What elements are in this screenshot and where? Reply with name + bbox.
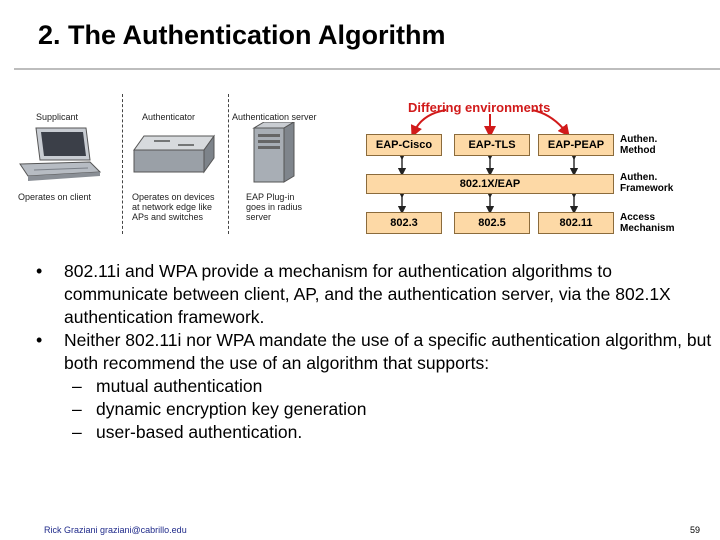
bullet-dot-icon: • xyxy=(36,261,43,281)
access-box-802-3: 802.3 xyxy=(366,212,442,234)
operates-devices-line-3: APs and switches xyxy=(132,212,204,222)
framework-box: 802.1X/EAP xyxy=(366,174,614,194)
side-label-framework: Authen. Framework xyxy=(620,172,673,194)
bullet-text: 802.11i and WPA provide a mechanism for … xyxy=(64,261,671,327)
layer-diagram: Differing environments EAP-Cisco EAP-TLS… xyxy=(356,96,686,240)
sub-bullet-text: user-based authentication. xyxy=(96,422,303,442)
laptop-icon xyxy=(19,127,102,181)
operates-client-label: Operates on client xyxy=(18,192,92,202)
sub-bullet-text: mutual authentication xyxy=(96,376,263,396)
bullet-list: • 802.11i and WPA provide a mechanism fo… xyxy=(36,260,716,444)
side-label-framework-line-1: Authen. xyxy=(620,172,658,183)
bullet-dot-icon: • xyxy=(36,330,43,350)
side-label-access-line-1: Access xyxy=(620,212,656,223)
access-box-802-11: 802.11 xyxy=(538,212,614,234)
footer-author: Rick Graziani graziani@cabrillo.edu xyxy=(44,525,187,535)
network-diagram: Supplicant Authenticator Authentication … xyxy=(12,94,322,234)
sub-bullet-text: dynamic encryption key generation xyxy=(96,399,367,419)
sub-bullet-item: – user-based authentication. xyxy=(36,421,716,444)
switch-icon xyxy=(133,134,215,174)
supplicant-label: Supplicant xyxy=(36,112,79,122)
method-box-eap-cisco: EAP-Cisco xyxy=(366,134,442,156)
side-label-method-line-2: Method xyxy=(620,145,656,156)
slide-title: 2. The Authentication Algorithm xyxy=(38,20,446,50)
server-icon xyxy=(252,122,295,183)
side-label-access-line-2: Mechanism xyxy=(620,223,675,234)
side-label-access: Access Mechanism xyxy=(620,212,674,234)
bullet-text: Neither 802.11i nor WPA mandate the use … xyxy=(64,330,712,373)
title-divider xyxy=(14,68,720,70)
side-label-method: Authen. Method xyxy=(620,134,657,156)
auth-server-label: Authentication server xyxy=(232,112,317,122)
red-arrows xyxy=(397,109,579,215)
eap-plugin-label: EAP Plug-in goes in radius server xyxy=(246,192,302,222)
eap-plugin-line-1: EAP Plug-in xyxy=(246,192,295,202)
dash-icon: – xyxy=(72,399,82,419)
dash-icon: – xyxy=(72,376,82,396)
sub-bullet-item: – mutual authentication xyxy=(36,375,716,398)
side-label-method-line-1: Authen. xyxy=(620,134,658,145)
bullet-item: • Neither 802.11i nor WPA mandate the us… xyxy=(36,329,716,375)
sub-bullet-item: – dynamic encryption key generation xyxy=(36,398,716,421)
page-number: 59 xyxy=(690,525,701,535)
divider-line-2 xyxy=(228,94,229,234)
operates-devices-label: Operates on devices at network edge like… xyxy=(132,192,215,222)
dash-icon: – xyxy=(72,422,82,442)
eap-plugin-line-3: server xyxy=(246,212,272,222)
access-box-802-5: 802.5 xyxy=(454,212,530,234)
operates-devices-line-1: Operates on devices xyxy=(132,192,215,202)
divider-line-1 xyxy=(122,94,123,234)
eap-plugin-line-2: goes in radius xyxy=(246,202,303,212)
authenticator-label: Authenticator xyxy=(142,112,196,122)
side-label-framework-line-2: Framework xyxy=(620,183,674,194)
method-box-eap-tls: EAP-TLS xyxy=(454,134,530,156)
operates-devices-line-2: at network edge like xyxy=(132,202,213,212)
method-box-eap-peap: EAP-PEAP xyxy=(538,134,614,156)
bullet-item: • 802.11i and WPA provide a mechanism fo… xyxy=(36,260,716,329)
